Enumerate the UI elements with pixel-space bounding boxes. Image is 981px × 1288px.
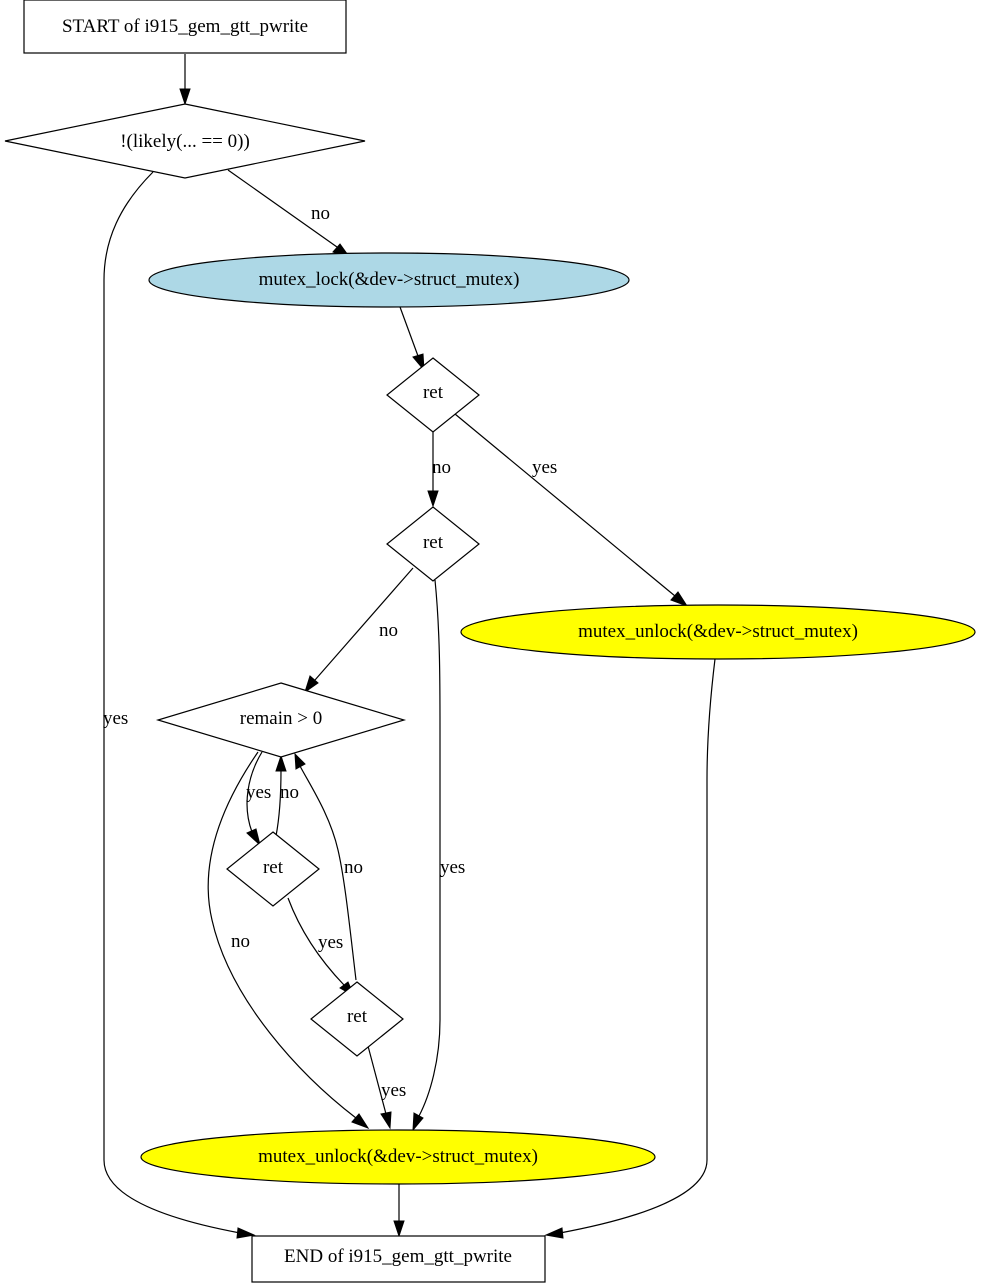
remain-label: remain > 0 bbox=[240, 708, 322, 729]
edge-mutex-lock-to-ret1 bbox=[399, 306, 419, 357]
edge-cond-to-mutex-lock bbox=[227, 169, 338, 248]
start-label: START of i915_gem_gtt_pwrite bbox=[62, 16, 308, 37]
edge-label-no: no bbox=[280, 782, 299, 803]
edge-ret2-to-remain bbox=[314, 567, 414, 681]
edge-ret4-to-remain bbox=[299, 765, 357, 981]
edge-ret2-to-unlock-bottom bbox=[418, 579, 441, 1117]
arrowhead bbox=[427, 490, 439, 508]
edge-label-yes: yes bbox=[318, 932, 343, 953]
edge-label-no: no bbox=[311, 203, 330, 224]
edge-label-yes: yes bbox=[532, 457, 557, 478]
edge-ret1-to-unlock-right bbox=[454, 413, 676, 597]
end-node: END of i915_gem_gtt_pwrite bbox=[251, 1235, 546, 1283]
mutex-unlock-bottom-ellipse bbox=[140, 1129, 656, 1185]
mutex-lock-ellipse bbox=[148, 252, 630, 308]
condition-likely-node: !(likely(... == 0)) bbox=[4, 103, 366, 179]
ret-3-diamond bbox=[226, 831, 320, 907]
condition-diamond bbox=[4, 103, 366, 179]
mutex-unlock-right-label: mutex_unlock(&dev->struct_mutex) bbox=[578, 621, 858, 642]
arrowhead bbox=[179, 88, 191, 106]
edge-label-yes: yes bbox=[440, 857, 465, 878]
ret-4-node: ret bbox=[310, 981, 404, 1057]
edge-label-no: no bbox=[344, 857, 363, 878]
ret-1-node: ret bbox=[386, 357, 480, 433]
ret-1-diamond bbox=[386, 357, 480, 433]
ret-2-node: ret bbox=[386, 506, 480, 582]
remain-diamond bbox=[155, 682, 407, 758]
ret-2-diamond bbox=[386, 506, 480, 582]
arrowhead bbox=[412, 353, 425, 372]
start-box bbox=[23, 0, 347, 54]
edges: no yes no yes no yes yes no bbox=[103, 54, 716, 1239]
nodes: START of i915_gem_gtt_pwrite !(likely(..… bbox=[4, 0, 976, 1283]
arrowhead bbox=[246, 828, 261, 847]
arrowhead bbox=[544, 1227, 564, 1239]
ret-3-node: ret bbox=[226, 831, 320, 907]
edge-label-yes: yes bbox=[103, 708, 128, 729]
mutex-unlock-right-node: mutex_unlock(&dev->struct_mutex) bbox=[460, 604, 976, 660]
edge-ret3-to-ret4 bbox=[287, 897, 345, 986]
edge-label-yes: yes bbox=[246, 782, 271, 803]
mutex-lock-node: mutex_lock(&dev->struct_mutex) bbox=[148, 252, 630, 308]
mutex-unlock-bottom-node: mutex_unlock(&dev->struct_mutex) bbox=[140, 1129, 656, 1185]
condition-likely-label: !(likely(... == 0)) bbox=[120, 131, 250, 152]
remain-node: remain > 0 bbox=[155, 682, 407, 758]
end-label: END of i915_gem_gtt_pwrite bbox=[284, 1246, 512, 1267]
edge-unlock-right-to-end bbox=[559, 658, 716, 1234]
arrowhead bbox=[412, 1112, 424, 1132]
arrowhead bbox=[304, 675, 319, 694]
edge-ret3-to-remain bbox=[275, 769, 282, 837]
arrowhead bbox=[393, 1220, 405, 1238]
edge-label-no: no bbox=[231, 931, 250, 952]
edge-cond-to-end bbox=[103, 171, 241, 1234]
edge-label-no: no bbox=[379, 620, 398, 641]
ret-2-label: ret bbox=[423, 532, 444, 553]
edge-label-yes: yes bbox=[381, 1080, 406, 1101]
edge-label-no: no bbox=[432, 457, 451, 478]
mutex-unlock-bottom-label: mutex_unlock(&dev->struct_mutex) bbox=[258, 1146, 538, 1167]
edge-remain-to-ret3 bbox=[246, 751, 263, 833]
edge-ret4-to-unlock-bottom bbox=[367, 1045, 387, 1115]
arrowhead bbox=[380, 1111, 392, 1130]
ret-4-diamond bbox=[310, 981, 404, 1057]
arrowhead bbox=[294, 752, 306, 770]
edge-remain-to-unlock-bottom bbox=[207, 751, 357, 1119]
arrowhead bbox=[236, 1227, 256, 1239]
mutex-unlock-right-ellipse bbox=[460, 604, 976, 660]
ret-3-label: ret bbox=[263, 857, 284, 878]
arrowhead bbox=[351, 1113, 370, 1129]
arrowhead bbox=[670, 591, 689, 607]
start-node: START of i915_gem_gtt_pwrite bbox=[23, 0, 347, 54]
ret-4-label: ret bbox=[347, 1006, 368, 1027]
end-box bbox=[251, 1235, 546, 1283]
arrowhead bbox=[275, 754, 287, 772]
mutex-lock-label: mutex_lock(&dev->struct_mutex) bbox=[259, 269, 520, 290]
ret-1-label: ret bbox=[423, 382, 444, 403]
